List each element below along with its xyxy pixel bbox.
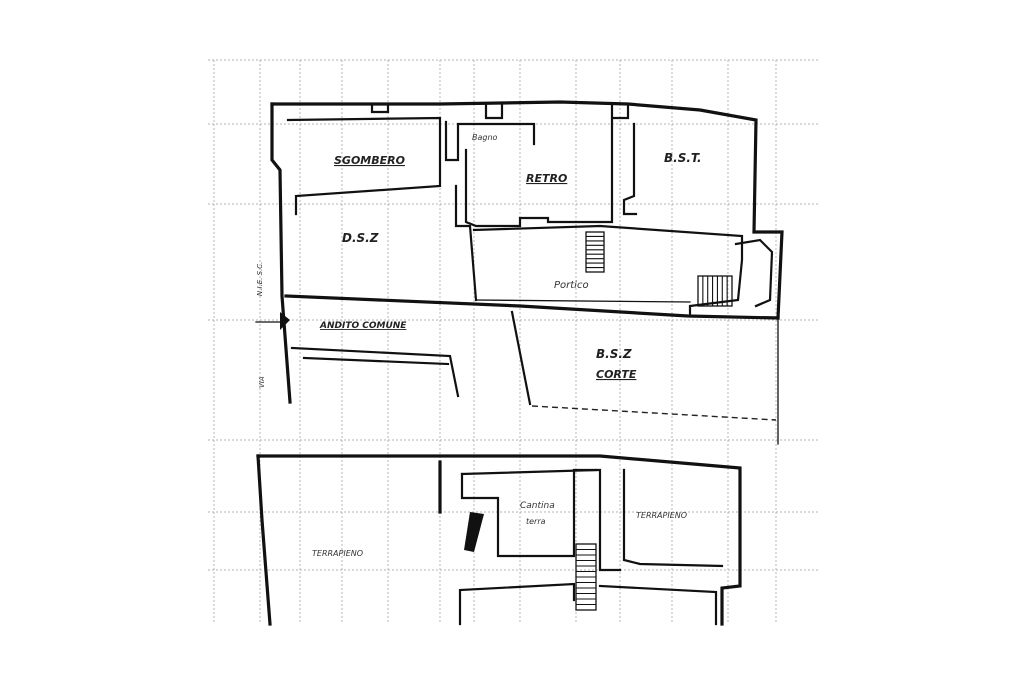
label-terrapieno-left: TERRAPIENO — [312, 549, 363, 558]
graph-paper-grid — [208, 59, 820, 624]
cantina-wall — [460, 468, 622, 572]
label-terrapieno-right: TERRAPIENO — [636, 511, 687, 520]
label-cantina-sub: terra — [526, 517, 546, 526]
dsz-wall — [454, 184, 478, 302]
label-street-via: VIA — [258, 376, 266, 388]
andito-inner — [302, 356, 450, 366]
entrance-arrow-icon — [280, 312, 290, 330]
ground-floor-plan — [255, 100, 784, 445]
portico-floor-line — [475, 299, 691, 303]
cellar-ramp-icon — [464, 512, 484, 552]
label-cantina: Cantina — [520, 501, 555, 511]
niche-1 — [370, 102, 390, 114]
corte-boundary — [531, 405, 777, 421]
terrapieno-right-wall — [622, 468, 724, 568]
cellar-outer-wall — [256, 454, 742, 626]
outer-wall — [270, 100, 784, 320]
cantina-top — [460, 468, 598, 476]
andito-bottom — [290, 346, 460, 398]
bagno-wall — [444, 120, 536, 162]
staircase-cellar — [575, 543, 597, 611]
niche-3 — [610, 102, 630, 120]
andito-top — [284, 294, 780, 320]
cellar-bottom-right — [598, 584, 718, 626]
label-bst-top: B.S.T. — [664, 151, 702, 165]
cellar-bottom-wall — [458, 582, 576, 626]
retro-wall — [464, 118, 614, 228]
label-bsz-corte: B.S.Z — [596, 347, 632, 361]
label-corte: CORTE — [596, 368, 637, 381]
cellar-plan — [256, 454, 742, 626]
staircase-right — [697, 238, 774, 308]
label-andito-comune: ANDITO COMUNE — [319, 321, 407, 331]
corte-wall — [510, 310, 532, 406]
label-dsz: D.S.Z — [342, 231, 379, 245]
staircase-portico — [585, 231, 605, 273]
portico-wall — [472, 224, 744, 318]
left-wall — [270, 102, 292, 404]
cellar-left-wall — [256, 454, 272, 626]
label-street-name: N.I.E. S.C. — [256, 262, 264, 296]
niche-2 — [484, 102, 504, 120]
label-portico: Portico — [554, 280, 589, 291]
sgombero-wall — [286, 116, 442, 216]
bst-wall — [622, 122, 638, 216]
label-retro: RETRO — [526, 172, 567, 185]
label-sgombero: SGOMBERO — [334, 154, 405, 167]
label-bagno: Bagno — [472, 133, 498, 142]
